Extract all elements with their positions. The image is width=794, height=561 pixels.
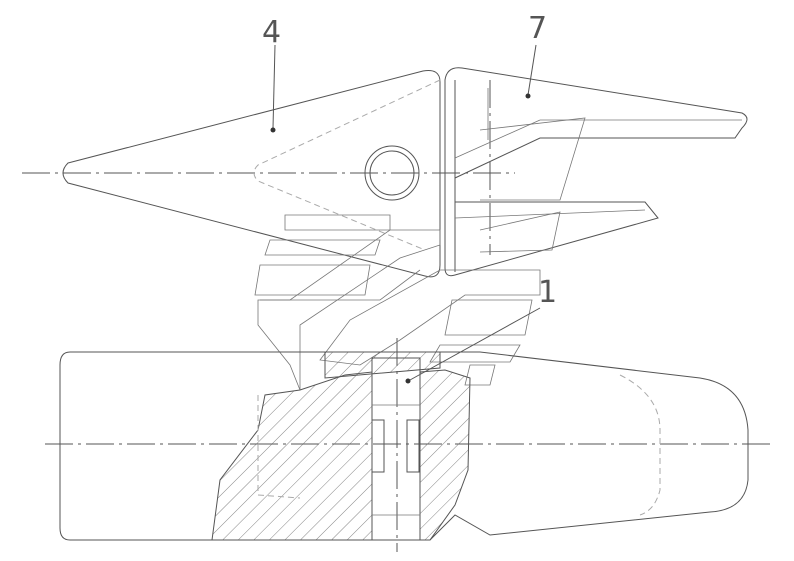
leader-1	[409, 307, 541, 381]
leaders	[270, 44, 541, 384]
leader-7	[527, 44, 537, 96]
leader-4	[272, 44, 276, 129]
section-hatch-right	[419, 369, 471, 541]
part-4-tooth	[62, 70, 441, 278]
callout-1: 1	[538, 275, 557, 310]
pin-hole-inner	[369, 150, 415, 196]
leader-4-dot	[270, 127, 276, 133]
part-1-chevron-ghost	[254, 117, 586, 391]
leader-1-dot	[405, 378, 411, 384]
center-lines	[22, 80, 775, 552]
section-hatch-left	[211, 371, 373, 541]
pin-retainer-right	[406, 419, 420, 473]
base-body	[59, 351, 749, 541]
callout-7: 7	[528, 11, 547, 46]
pin-hole-outer	[364, 145, 420, 201]
pin-retainer-left	[371, 419, 385, 473]
leader-7-dot	[525, 93, 531, 99]
callout-4: 4	[262, 15, 281, 50]
pin-body	[371, 357, 421, 541]
